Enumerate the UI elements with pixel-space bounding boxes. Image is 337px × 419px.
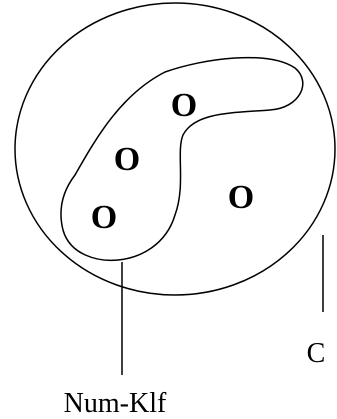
element-glyph: O [228, 179, 254, 216]
element-glyph: O [171, 87, 197, 124]
set-c-label: C [307, 338, 326, 369]
subset-boundary [60, 56, 304, 262]
element-glyph: O [114, 141, 140, 178]
set-c-ellipse [14, 2, 336, 296]
subset-label: Num-Klf [64, 388, 167, 419]
element-glyph: O [91, 199, 117, 236]
